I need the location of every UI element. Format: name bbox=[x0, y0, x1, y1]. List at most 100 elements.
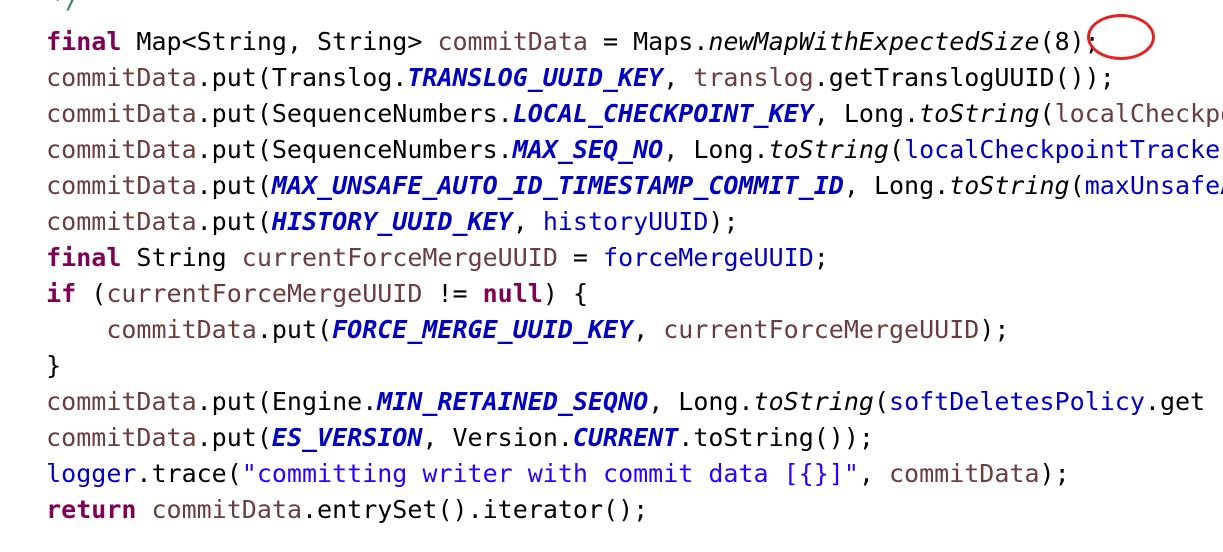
code-token: ; bbox=[813, 243, 829, 272]
code-token: , bbox=[663, 63, 694, 92]
code-token bbox=[16, 495, 46, 524]
code-token: FORCE_MERGE_UUID_KEY bbox=[332, 315, 634, 344]
code-token: ( bbox=[76, 279, 107, 308]
code-token: commitData bbox=[889, 459, 1040, 488]
code-token: commitData bbox=[46, 207, 197, 236]
code-line: final Map<String, String> commitData = M… bbox=[16, 24, 1100, 60]
code-token: null bbox=[482, 279, 543, 308]
code-token: toString bbox=[753, 387, 874, 416]
code-token: final bbox=[46, 243, 122, 272]
code-line: commitData.put(ES_VERSION, Version.CURRE… bbox=[16, 420, 874, 456]
code-token: logger bbox=[46, 459, 137, 488]
code-token: Map<String, String> bbox=[121, 27, 438, 56]
code-token: = bbox=[557, 243, 604, 272]
code-token bbox=[16, 315, 106, 344]
code-token: ) { bbox=[542, 279, 588, 308]
code-token: currentForceMergeUUID bbox=[241, 243, 558, 272]
code-token: .put(Engine. bbox=[196, 387, 378, 416]
code-token bbox=[16, 63, 46, 92]
code-line: if (currentForceMergeUUID != null) { bbox=[16, 276, 588, 312]
code-token: .put( bbox=[256, 315, 333, 344]
code-token: , bbox=[633, 315, 664, 344]
code-token: */ bbox=[20, 0, 80, 14]
code-line: commitData.put(HISTORY_UUID_KEY, history… bbox=[16, 204, 739, 240]
code-token: commitData bbox=[46, 387, 197, 416]
code-token: toString bbox=[768, 135, 889, 164]
code-token: commitData bbox=[46, 135, 197, 164]
code-token bbox=[16, 99, 46, 128]
code-token: , Long. bbox=[813, 99, 920, 128]
code-token: softDeletesPolicy bbox=[889, 387, 1145, 416]
code-token: commitData bbox=[151, 495, 302, 524]
code-token: ); bbox=[708, 207, 739, 236]
code-token: commitData bbox=[46, 423, 197, 452]
code-token: toString bbox=[919, 99, 1040, 128]
code-token: final bbox=[46, 27, 122, 56]
code-line: */ bbox=[20, 0, 80, 18]
code-line: ; bbox=[0, 528, 1, 552]
code-token: != bbox=[422, 279, 483, 308]
code-token: .put( bbox=[196, 171, 272, 200]
code-token bbox=[16, 459, 46, 488]
code-token: } bbox=[16, 351, 62, 380]
code-token: commitData bbox=[437, 27, 588, 56]
code-token: , Long. bbox=[663, 135, 769, 164]
code-line: } bbox=[16, 348, 61, 384]
code-token: MIN_RETAINED_SEQNO bbox=[377, 387, 649, 416]
code-token bbox=[16, 27, 46, 56]
code-token: , Long. bbox=[648, 387, 754, 416]
code-token: newMapWithExpectedSize bbox=[708, 27, 1040, 56]
code-line: final String currentForceMergeUUID = for… bbox=[16, 240, 829, 276]
code-line: commitData.put(MAX_UNSAFE_AUTO_ID_TIMEST… bbox=[16, 168, 1223, 204]
code-token bbox=[16, 207, 46, 236]
code-token: .put( bbox=[196, 423, 272, 452]
code-token: .put( bbox=[196, 207, 272, 236]
code-line: commitData.put(FORCE_MERGE_UUID_KEY, cur… bbox=[16, 312, 1009, 348]
code-token: commitData bbox=[46, 171, 197, 200]
code-token: ( bbox=[889, 135, 905, 164]
code-token: currentForceMergeUUID bbox=[663, 315, 980, 344]
code-token bbox=[16, 387, 46, 416]
code-token: currentForceMergeUUID bbox=[106, 279, 423, 308]
code-token: , bbox=[858, 459, 889, 488]
code-line: return commitData.entrySet().iterator(); bbox=[16, 492, 648, 528]
code-token: = Maps. bbox=[587, 27, 709, 56]
code-token: .trace( bbox=[136, 459, 242, 488]
code-token: LOCAL_CHECKPOINT_KEY bbox=[512, 99, 814, 128]
code-token bbox=[16, 423, 46, 452]
code-token bbox=[16, 171, 46, 200]
code-token: , Long. bbox=[843, 171, 950, 200]
code-token: commitData bbox=[106, 315, 257, 344]
code-token: , bbox=[512, 207, 543, 236]
code-token: TRANSLOG_UUID_KEY bbox=[407, 63, 664, 92]
highlight-circle-annotation bbox=[1087, 14, 1155, 60]
code-token: localCheckpoint bbox=[1054, 99, 1223, 128]
code-token: CURRENT bbox=[572, 423, 679, 452]
code-token: .toString()); bbox=[678, 423, 874, 452]
code-token: String bbox=[121, 243, 242, 272]
code-token: translog bbox=[693, 63, 814, 92]
code-token: .getTranslogUUID()); bbox=[813, 63, 1115, 92]
code-token: .entrySet().iterator(); bbox=[302, 495, 649, 524]
code-token: historyUUID bbox=[542, 207, 709, 236]
code-token: ); bbox=[1039, 459, 1070, 488]
code-token: .get bbox=[1144, 387, 1206, 416]
code-line: commitData.put(Engine.MIN_RETAINED_SEQNO… bbox=[16, 384, 1205, 420]
code-token: commitData bbox=[46, 99, 197, 128]
code-token: ( bbox=[873, 387, 890, 416]
code-token: if bbox=[46, 279, 77, 308]
code-token: "committing writer with commit data [{}]… bbox=[241, 459, 859, 488]
code-line: commitData.put(SequenceNumbers.LOCAL_CHE… bbox=[16, 96, 1223, 132]
code-token: .put(SequenceNumbers. bbox=[196, 135, 513, 164]
code-token: ( bbox=[1039, 99, 1055, 128]
code-token: ; bbox=[0, 531, 1, 552]
code-token: , Version. bbox=[422, 423, 573, 452]
code-token: ( bbox=[1069, 171, 1085, 200]
code-token: ); bbox=[979, 315, 1010, 344]
code-token: maxUnsafeAutoIdTimestamp bbox=[1084, 171, 1223, 200]
code-line: commitData.put(SequenceNumbers.MAX_SEQ_N… bbox=[16, 132, 1223, 168]
code-line: commitData.put(Translog.TRANSLOG_UUID_KE… bbox=[16, 60, 1115, 96]
code-token: HISTORY_UUID_KEY bbox=[271, 207, 513, 236]
code-token: .put(SequenceNumbers. bbox=[196, 99, 513, 128]
